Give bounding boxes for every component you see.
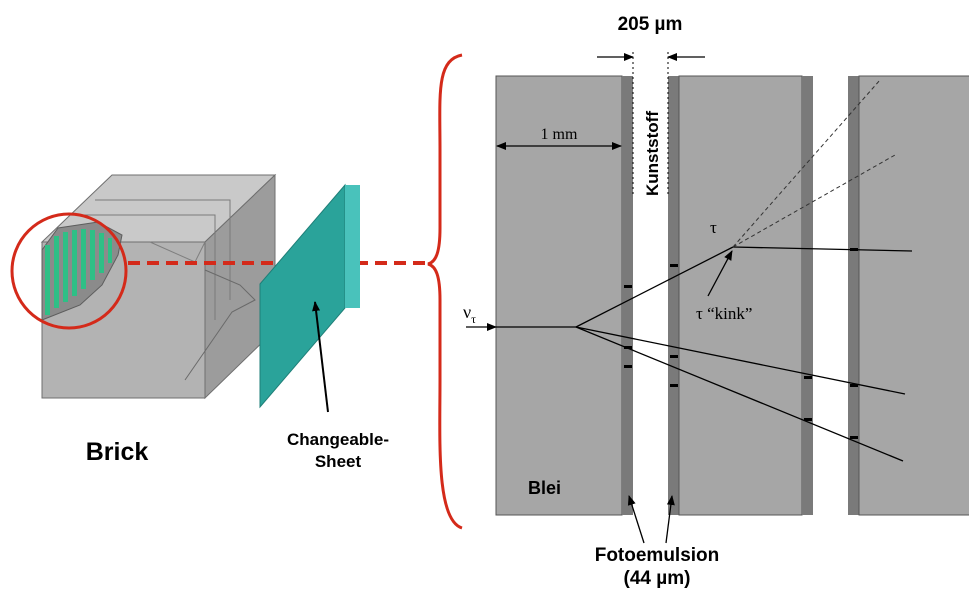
gap-width-label: 205 µm — [618, 14, 683, 35]
neutrino-subscript: τ — [471, 312, 476, 326]
brick-inner-lines-2 — [80, 214, 216, 320]
zoom-brace — [427, 53, 463, 530]
tau-label: τ — [710, 218, 717, 237]
plastic-label: Kunststoff — [643, 111, 662, 196]
sheet-label-line2: Sheet — [315, 452, 362, 471]
lead-plate-2 — [678, 75, 803, 516]
sheet-side-edge — [345, 185, 360, 308]
kink-pointer-arrow — [707, 250, 733, 297]
daughter-track — [732, 246, 913, 252]
zoom-highlight-circle — [10, 212, 128, 330]
emulsion-thickness-label: (44 µm) — [624, 568, 691, 589]
emulsion-label: Fotoemulsion — [595, 545, 720, 566]
lead-label: Blei — [528, 478, 561, 498]
lead-emulsion-section — [495, 75, 969, 516]
sheet-pointer-arrow — [312, 301, 329, 413]
brick-label: Brick — [86, 438, 149, 466]
emulsion-layer-4 — [848, 76, 859, 515]
lead-plate-1 — [495, 75, 623, 516]
tau-kink-label: τ “kink” — [696, 304, 752, 323]
emulsion-layer-2 — [668, 76, 679, 515]
secondary-track-2 — [575, 326, 904, 462]
extrapolated-track-2 — [732, 154, 896, 248]
particle-tracks — [496, 79, 913, 462]
emulsion-stripes — [45, 229, 112, 315]
neutrino-symbol: ν — [463, 302, 471, 322]
lead-plate-3 — [858, 75, 969, 516]
brick-crack — [184, 269, 256, 381]
emulsion-pointer-left — [627, 495, 645, 544]
secondary-track-1 — [575, 326, 906, 395]
tau-track — [575, 246, 734, 328]
brick-inner-lines — [95, 199, 231, 300]
emulsion-layer-1 — [622, 76, 633, 515]
extrapolated-track-1 — [732, 79, 881, 248]
emulsion-pointer-right — [665, 495, 675, 544]
brick-illustration — [10, 173, 432, 400]
changeable-sheet — [259, 183, 360, 413]
neutrino-label: ντ — [463, 302, 476, 326]
emulsion-layer-3 — [802, 76, 813, 515]
lead-thickness-label: 1 mm — [541, 126, 578, 143]
sheet-label-line1: Changeable- — [287, 430, 389, 449]
